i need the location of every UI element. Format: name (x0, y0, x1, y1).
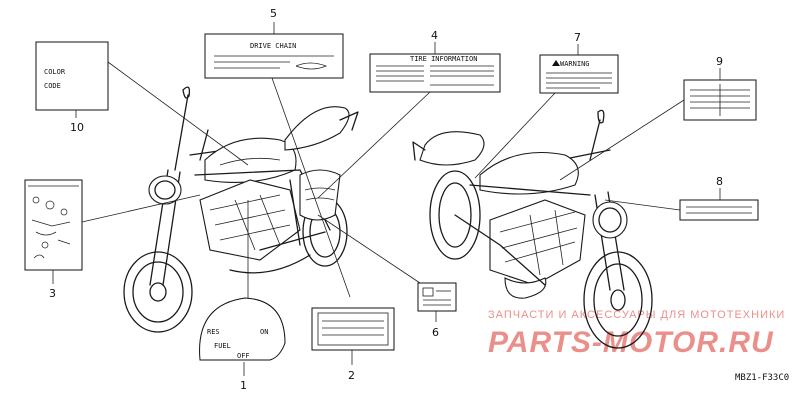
leader-7 (474, 92, 556, 179)
leader-4 (317, 91, 431, 199)
leader-10 (107, 61, 249, 166)
part-9-label[interactable] (683, 79, 757, 121)
callout-5: 5 (270, 7, 277, 20)
part-8-label[interactable] (679, 199, 759, 221)
drive-chain-text: DRIVE CHAIN (250, 42, 296, 50)
callout-8: 8 (716, 175, 723, 188)
warning-text: WARNING (560, 60, 590, 68)
color-code-line1: COLOR (44, 68, 66, 76)
callout-1: 1 (240, 379, 247, 392)
leader-5 (271, 77, 351, 298)
key-on-text: ON (260, 328, 268, 336)
key-fuel-text: FUEL (214, 342, 231, 350)
part-code: MBZ1-F33C0 (735, 373, 789, 383)
part-10-color-code-label[interactable]: COLOR CODE (35, 41, 109, 111)
callout-3: 3 (49, 287, 56, 300)
motorcycle-right-view (412, 109, 653, 349)
leader-6 (317, 214, 421, 284)
part-6-label[interactable] (417, 282, 457, 312)
leader-3 (81, 194, 201, 223)
leader-8 (604, 199, 681, 211)
part-7-warning-label[interactable]: WARNING (539, 54, 619, 94)
key-res-text: RES (207, 328, 220, 336)
callout-10: 10 (70, 121, 84, 134)
part-4-tire-information-label[interactable]: TIRE INFORMATION (369, 53, 501, 93)
part-2-label[interactable] (311, 307, 395, 351)
callout-6: 6 (432, 326, 439, 339)
key-off-text: OFF (237, 352, 250, 360)
leader-9 (559, 99, 685, 181)
callout-7: 7 (574, 31, 581, 44)
callout-9: 9 (716, 55, 723, 68)
part-5-drive-chain-label[interactable]: DRIVE CHAIN (204, 33, 344, 79)
watermark: ЗАПЧАСТИ И АКСЕССУАРЫ ДЛЯ МОТОТЕХНИКИ PA… (488, 309, 785, 359)
motorcycle-left-view (123, 86, 359, 333)
part-1-ignition-decal[interactable]: RES ON FUEL OFF (199, 297, 286, 361)
callout-4: 4 (431, 29, 438, 42)
watermark-tagline: ЗАПЧАСТИ И АКСЕССУАРЫ ДЛЯ МОТОТЕХНИКИ (488, 309, 785, 321)
part-3-service-information-label[interactable] (24, 179, 83, 271)
tire-info-text: TIRE INFORMATION (410, 55, 477, 63)
color-code-line2: CODE (44, 82, 61, 90)
callout-2: 2 (348, 369, 355, 382)
